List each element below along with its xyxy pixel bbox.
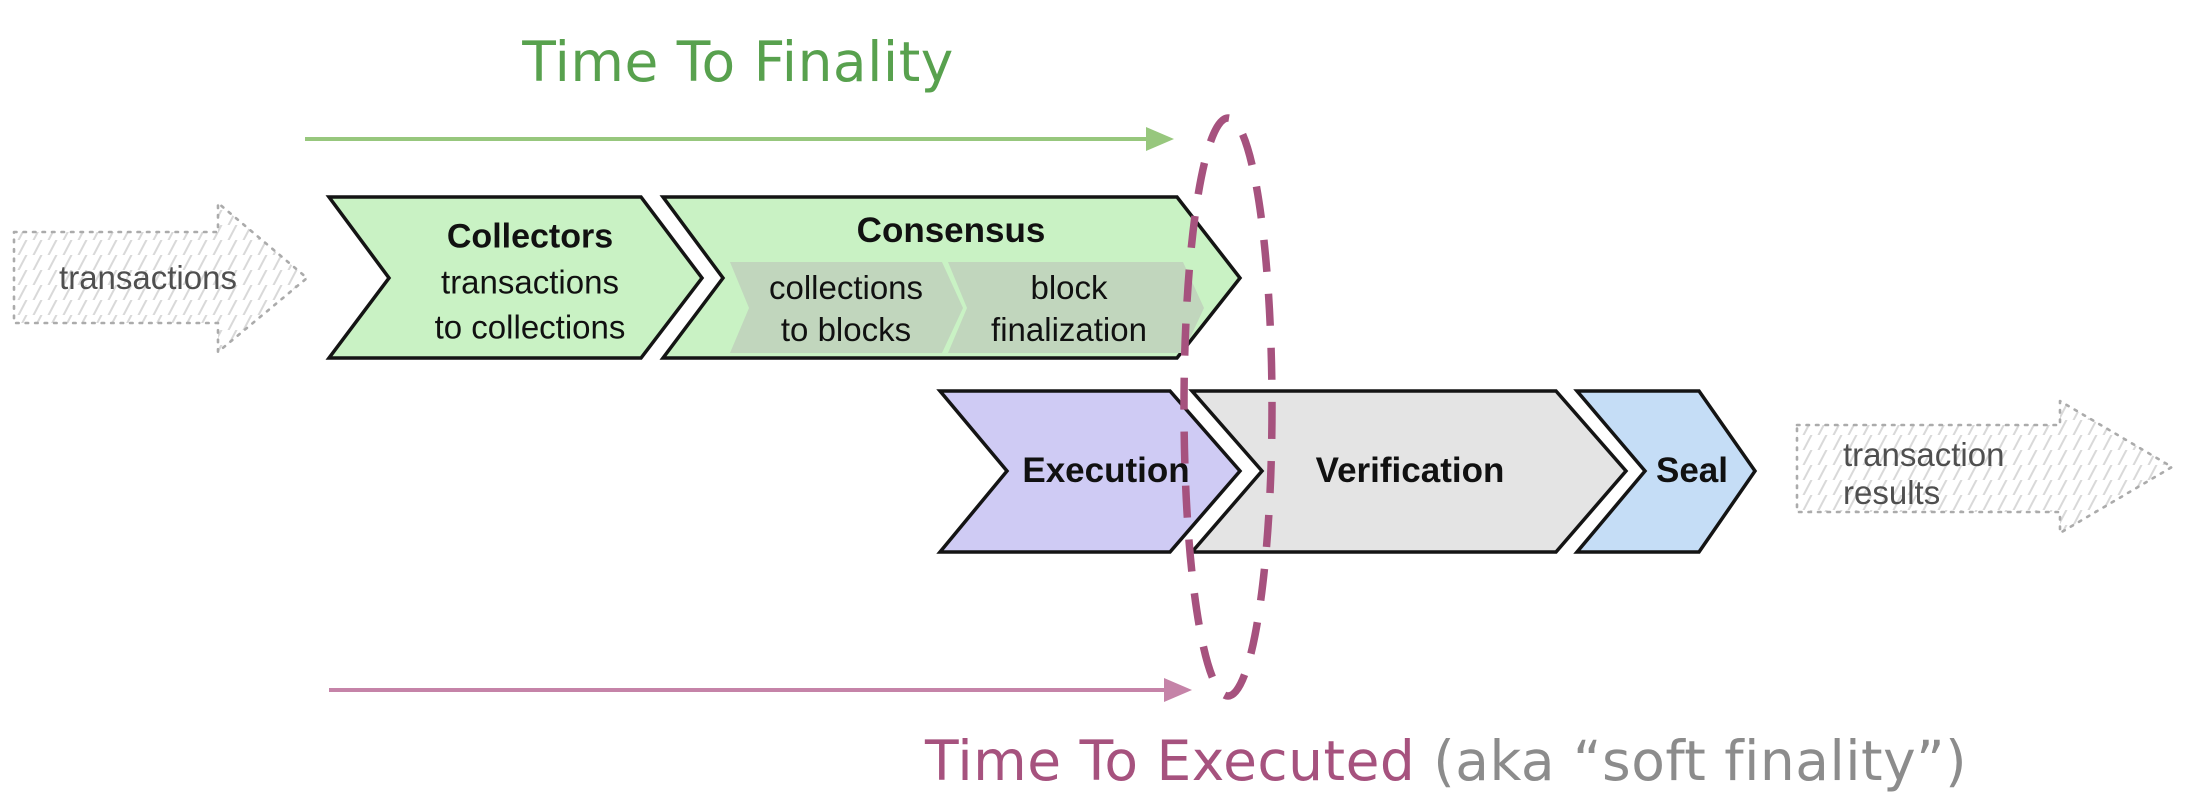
collections-to-blocks-line2: to blocks	[780, 311, 912, 348]
collectors-label: Collectors transactions to collections	[435, 215, 626, 350]
transaction-results-line1: transaction	[1843, 436, 2005, 473]
seal-chevron	[1573, 389, 1758, 554]
consensus-title: Consensus	[856, 211, 1046, 250]
green-arrowhead-icon	[1146, 127, 1174, 151]
time-to-executed-title: Time To Executed (aka “soft finality”)	[925, 729, 1967, 793]
transaction-results-label: transaction results	[1843, 436, 2004, 512]
verification-label: Verification	[1315, 451, 1505, 490]
seal-label: Seal	[1656, 451, 1728, 490]
execution-label: Execution	[1022, 451, 1190, 490]
transaction-results-output-arrow-icon	[1795, 399, 2174, 535]
block-finalization-line2: finalization	[991, 311, 1147, 348]
finality-boundary-ellipse	[1180, 114, 1276, 700]
block-finalization-label: block finalization	[991, 267, 1147, 351]
collectors-line2: to collections	[434, 308, 626, 346]
time-to-finality-arrow	[305, 127, 1174, 151]
execution-chevron	[936, 389, 1243, 554]
time-to-executed-arrow	[329, 678, 1192, 702]
pink-arrowhead-icon	[1164, 678, 1192, 702]
collections-to-blocks-line1: collections	[768, 269, 924, 306]
verification-chevron	[1188, 389, 1629, 554]
collectors-line1: transactions	[441, 263, 619, 301]
soft-finality-suffix: (aka “soft finality”)	[1415, 729, 1968, 793]
collectors-title: Collectors	[446, 217, 614, 256]
collections-to-blocks-subchevron	[730, 262, 963, 353]
time-to-executed-highlight: Time To Executed	[925, 729, 1416, 793]
transaction-results-line2: results	[1843, 474, 1941, 511]
transactions-input-arrow-icon	[12, 201, 309, 354]
collections-to-blocks-label: collections to blocks	[769, 267, 923, 351]
transactions-label: transactions	[59, 259, 237, 296]
collectors-chevron	[325, 195, 705, 360]
block-finalization-line1: block	[1030, 269, 1108, 306]
time-to-finality-title: Time To Finality	[522, 30, 954, 94]
block-finalization-subchevron	[948, 262, 1204, 353]
